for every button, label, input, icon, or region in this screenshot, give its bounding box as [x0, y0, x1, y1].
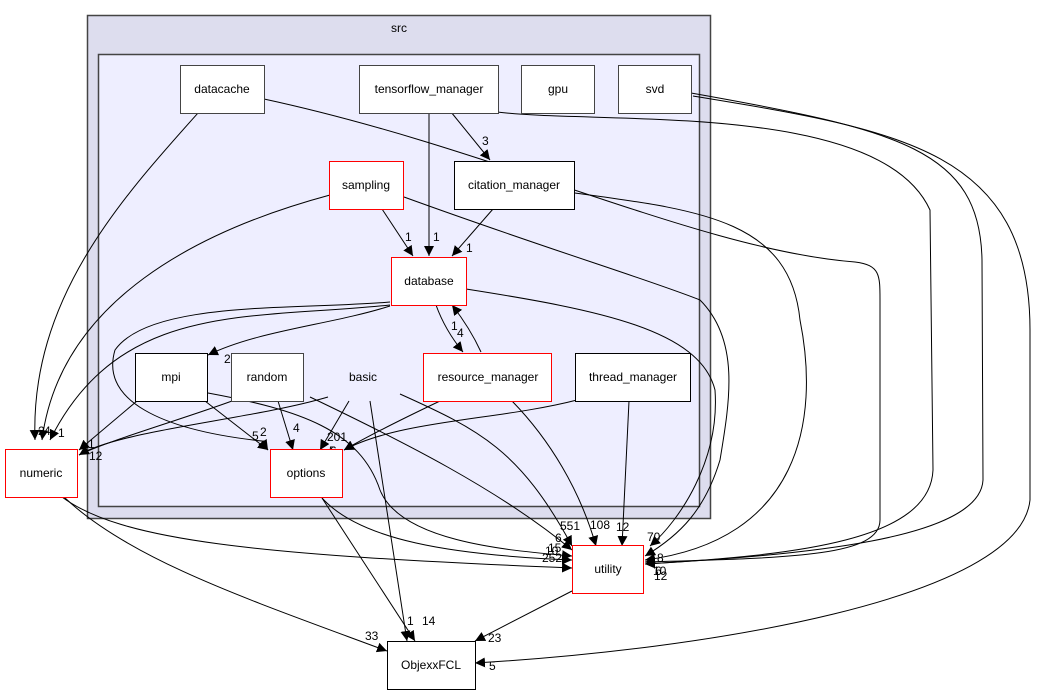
edge-label: 4	[457, 326, 464, 340]
edge-sampling-numeric	[38, 194, 331, 441]
edge-label: 23	[488, 631, 502, 645]
edge-label: 10	[653, 564, 667, 578]
edge-label: 5	[489, 659, 496, 673]
edge-label: 12	[654, 569, 668, 583]
node-objexxfcl[interactable]: ObjexxFCL	[387, 641, 476, 690]
node-datacache[interactable]: datacache	[180, 65, 265, 114]
edge-label: 108	[590, 518, 610, 532]
edge-basic-objexxfcl	[369, 400, 411, 642]
node-label: database	[404, 274, 454, 288]
edge-label: 70	[647, 530, 661, 544]
node-label: citation_manager	[468, 178, 560, 192]
node-gpu[interactable]: gpu	[521, 65, 595, 114]
edge-label: 2	[260, 425, 267, 439]
node-label: sampling	[342, 178, 390, 192]
edge-basic-options	[319, 400, 350, 451]
edge-citation-utility	[574, 192, 807, 564]
edge-label: 12	[616, 520, 630, 534]
node-label: thread_manager	[589, 370, 677, 384]
edge-numeric-objexxfcl	[63, 496, 388, 653]
edge-resource-utility	[511, 400, 599, 547]
edge-basic-numeric	[78, 396, 329, 456]
node-database[interactable]: database	[391, 257, 467, 306]
edge-mpi-utility	[207, 392, 573, 561]
node-label: numeric	[20, 466, 63, 480]
node-sampling[interactable]: sampling	[329, 161, 404, 210]
node-random[interactable]: random	[231, 353, 304, 402]
edge-numeric-utility	[61, 496, 573, 573]
edge-database-resource	[435, 304, 464, 353]
node-label: basic	[349, 370, 377, 384]
node-label: datacache	[194, 82, 250, 96]
edge-basic-utility	[399, 393, 573, 547]
edge-mpi-options	[204, 400, 269, 451]
node-label: mpi	[161, 370, 180, 384]
edge-database-utility	[465, 288, 716, 547]
node-label: resource_manager	[438, 370, 539, 384]
edge-thread-utility	[617, 400, 630, 547]
edge-random-numeric	[78, 400, 233, 456]
node-options[interactable]: options	[270, 449, 343, 498]
edge-label: 33	[365, 629, 379, 643]
edge-options-objexxfcl	[321, 497, 416, 642]
edge-utility-objexxfcl	[474, 590, 573, 642]
edge-options-utility	[321, 497, 573, 565]
node-label: random	[247, 370, 288, 384]
edge-label: 5	[252, 429, 259, 443]
node-label: svd	[646, 82, 665, 96]
node-tensorflow-manager[interactable]: tensorflow_manager	[359, 65, 499, 114]
edge-thread-options	[343, 399, 578, 451]
edges: 3 1 1 1 1 4 2 4 5 2 201 6 5	[29, 92, 1031, 673]
edge-label: 10	[545, 544, 559, 558]
edge-random-options	[277, 400, 295, 451]
edge-label: 1	[451, 319, 458, 333]
edge-resource-database	[451, 304, 482, 353]
edge-label: 6	[655, 564, 662, 578]
node-resource-manager[interactable]: resource_manager	[423, 353, 552, 402]
edge-tensorflow-citation	[450, 111, 491, 161]
edge-label: 1	[88, 437, 95, 451]
edge-label: 12	[89, 449, 103, 463]
edge-label: 1	[58, 426, 65, 440]
node-basic[interactable]: basic	[349, 370, 377, 384]
edge-label: 1	[433, 230, 440, 244]
edge-database-options	[112, 301, 391, 451]
node-svd[interactable]: svd	[618, 65, 692, 114]
node-label: ObjexxFCL	[401, 658, 461, 672]
edge-label: 551	[560, 519, 580, 533]
edge-label: 15	[548, 541, 562, 555]
edge-label: 4	[293, 421, 300, 435]
edge-random-utility	[309, 396, 573, 551]
edge-citation-database	[451, 208, 494, 257]
edge-label: 4	[44, 424, 51, 438]
edge-label: 1	[405, 230, 412, 244]
edge-label: 6	[555, 531, 562, 545]
edge-label: 14	[422, 614, 436, 628]
node-citation-manager[interactable]: citation_manager	[454, 161, 575, 210]
edge-database-mpi	[207, 305, 391, 356]
node-label: gpu	[548, 82, 568, 96]
edge-label: 201	[327, 430, 347, 444]
src-cluster-label: src	[391, 21, 407, 35]
edge-svd-objexxfcl	[474, 95, 1031, 668]
edge-mpi-numeric	[78, 400, 138, 451]
edge-sampling-utility	[403, 196, 730, 557]
node-thread-manager[interactable]: thread_manager	[575, 353, 691, 402]
node-label: tensorflow_manager	[375, 82, 484, 96]
edge-label: 1	[407, 614, 414, 628]
node-numeric[interactable]: numeric	[5, 449, 78, 498]
edge-label: 252	[542, 551, 562, 565]
node-mpi[interactable]: mpi	[135, 353, 208, 402]
node-utility[interactable]: utility	[572, 545, 644, 594]
edge-database-numeric	[49, 304, 391, 441]
edge-label: 3	[482, 134, 489, 148]
edge-sampling-database	[381, 208, 414, 257]
edge-label: 2	[224, 352, 231, 366]
node-label: utility	[594, 562, 621, 576]
node-label: options	[287, 466, 326, 480]
edge-label: 1	[466, 241, 473, 255]
edge-tensorflow-utility	[496, 111, 934, 569]
edge-datacache-numeric	[29, 112, 199, 441]
